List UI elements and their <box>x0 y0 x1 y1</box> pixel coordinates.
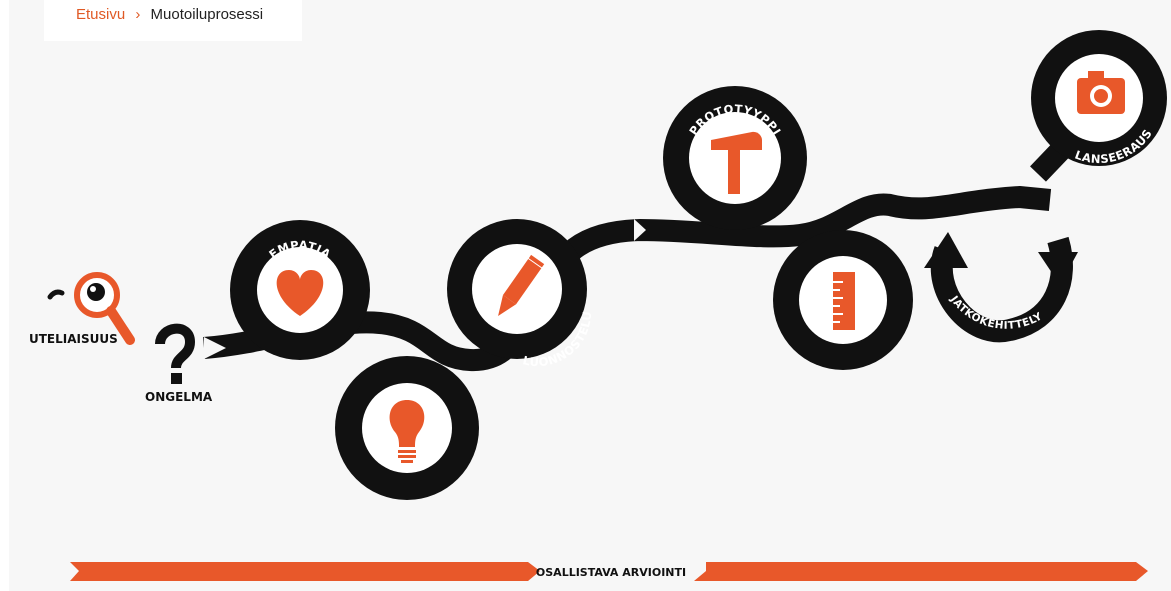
heart-icon <box>276 270 324 316</box>
label-uteliaisuus: UTELIAISUUS <box>29 332 118 346</box>
stage-testaus: TESTAUS <box>773 230 913 370</box>
stage-luonnostelu: LUONNOSTELU <box>447 219 594 369</box>
loop-arrow-right-icon <box>1038 252 1078 285</box>
stage-jatkokehittely: JATKOKEHITTELY <box>924 232 1078 343</box>
lightbulb-icon <box>389 400 425 463</box>
magnifier-eye-icon <box>47 272 135 345</box>
breadcrumb-separator: › <box>135 6 141 23</box>
label-empatia: EMPATIA <box>266 238 333 262</box>
loop-arrow-left-icon <box>924 232 968 268</box>
diagram-background <box>9 0 1171 591</box>
participatory-evaluation-bar: OSALLISTAVA ARVIOINTI <box>70 562 1148 581</box>
stage-ideointi: IDEOINTI <box>335 356 479 500</box>
hammer-icon <box>711 131 762 194</box>
label-osallistava-arviointi: OSALLISTAVA ARVIOINTI <box>536 566 686 579</box>
stage-lanseeraus: LANSEERAUS <box>1031 30 1167 166</box>
ruler-icon <box>833 272 855 330</box>
breadcrumb-current: Muotoiluprosessi <box>150 6 264 23</box>
breadcrumb-home-link[interactable]: Etusivu <box>76 6 126 23</box>
label-ongelma: ONGELMA <box>145 390 213 404</box>
breadcrumb: Etusivu › Muotoiluprosessi <box>44 0 302 41</box>
question-mark-icon <box>155 323 196 384</box>
stage-prototyyppi: PROTOTYYPPI <box>663 86 807 230</box>
camera-icon <box>1077 71 1125 114</box>
stage-empatia: EMPATIA <box>230 220 370 360</box>
pencil-icon <box>498 254 545 317</box>
label-ideointi: IDEOINTI <box>377 447 437 469</box>
